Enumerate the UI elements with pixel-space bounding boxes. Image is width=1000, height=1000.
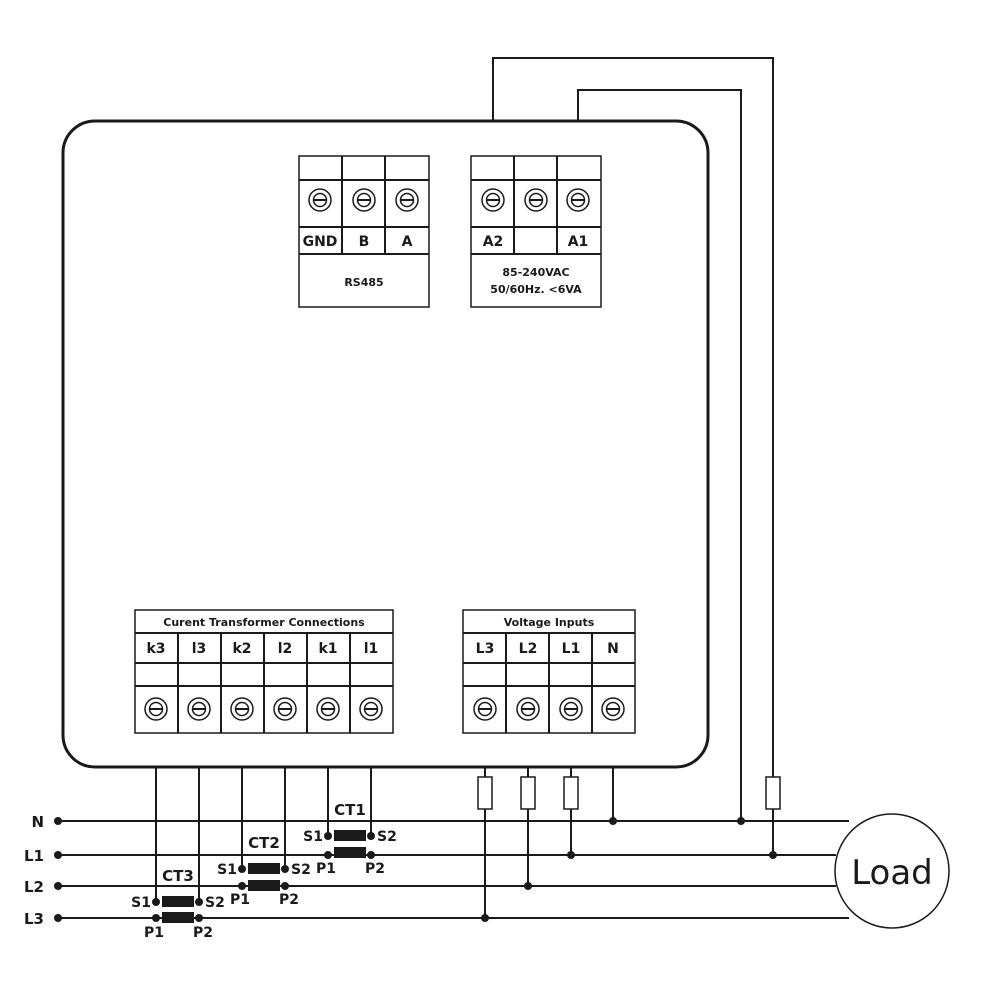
rs485-terminal-block: GND B A RS485 — [298, 155, 430, 308]
terminal-label-gnd: GND — [303, 234, 338, 250]
screw-terminal-icon — [352, 188, 376, 212]
screw-terminal-icon — [601, 697, 625, 721]
terminal-label-b: B — [359, 234, 370, 250]
screw-terminal-icon — [566, 188, 590, 212]
ct2-p2: P2 — [279, 892, 299, 908]
ct3-s2: S2 — [205, 895, 225, 911]
power-rating-voltage: 85-240VAC — [502, 266, 569, 279]
screw-terminal-icon — [359, 697, 383, 721]
screw-terminal-icon — [473, 697, 497, 721]
screw-terminal-icon — [516, 697, 540, 721]
line-label-n: N — [31, 813, 44, 831]
ct2-label: CT2 — [248, 834, 280, 852]
ct2-s2: S2 — [291, 862, 311, 878]
fuse-icon — [563, 776, 579, 810]
ct-terminal-block: Curent Transformer Connections k3 l3 k2 … — [134, 609, 394, 734]
ct-block-title: Curent Transformer Connections — [163, 616, 365, 629]
terminal-label-a: A — [402, 234, 413, 250]
line-label-l1: L1 — [24, 847, 44, 865]
fuse-icon — [477, 776, 493, 810]
terminal-label-k1: k1 — [318, 641, 337, 657]
terminal-label-k2: k2 — [232, 641, 251, 657]
rs485-title: RS485 — [344, 276, 383, 289]
ct1: CT1 S1 S2 P1 P2 — [303, 801, 397, 877]
ct1-p2: P2 — [365, 861, 385, 877]
terminal-label-a2: A2 — [483, 234, 504, 250]
fuse-icon — [520, 776, 536, 810]
terminal-label-l2: l2 — [278, 641, 293, 657]
line-label-l3: L3 — [24, 910, 44, 928]
screw-terminal-icon — [187, 697, 211, 721]
ct2-s1: S1 — [217, 862, 237, 878]
voltage-terminal-block: Voltage Inputs L3 L2 L1 N — [462, 609, 636, 734]
ct2: CT2 S1 S2 P1 P2 — [217, 834, 311, 908]
screw-terminal-icon — [559, 697, 583, 721]
screw-terminal-icon — [316, 697, 340, 721]
line-label-l2: L2 — [24, 878, 44, 896]
screw-terminal-icon — [144, 697, 168, 721]
terminal-label-l1: l1 — [364, 641, 379, 657]
power-terminal-block: A2 A1 85-240VAC 50/60Hz. <6VA — [470, 155, 602, 308]
terminal-label-k3: k3 — [146, 641, 165, 657]
ct3-label: CT3 — [162, 867, 194, 885]
terminal-label-vl2: L2 — [519, 641, 538, 657]
terminal-label-vn: N — [607, 641, 619, 657]
ct3-p2: P2 — [193, 925, 213, 941]
ct1-label: CT1 — [334, 801, 366, 819]
terminal-label-l3: l3 — [192, 641, 207, 657]
screw-terminal-icon — [273, 697, 297, 721]
voltage-block-title: Voltage Inputs — [504, 616, 595, 629]
voltage-input-wires — [477, 767, 781, 922]
terminal-label-vl3: L3 — [476, 641, 495, 657]
ct2-p1: P1 — [230, 892, 250, 908]
ct3-s1: S1 — [131, 895, 151, 911]
fuse-icon — [765, 776, 781, 810]
screw-terminal-icon — [524, 188, 548, 212]
screw-terminal-icon — [230, 697, 254, 721]
ct1-s1: S1 — [303, 829, 323, 845]
screw-terminal-icon — [308, 188, 332, 212]
ct3-p1: P1 — [144, 925, 164, 941]
supply-wires — [492, 57, 774, 855]
ct-secondary-wires — [155, 767, 372, 902]
load: Load — [834, 813, 950, 929]
ct3: CT3 S1 S2 P1 P2 — [131, 867, 225, 941]
load-label: Load — [851, 853, 933, 893]
screw-terminal-icon — [481, 188, 505, 212]
ct1-p1: P1 — [316, 861, 336, 877]
terminal-label-vl1: L1 — [562, 641, 581, 657]
power-rating-frequency: 50/60Hz. <6VA — [490, 283, 582, 296]
screw-terminal-icon — [395, 188, 419, 212]
terminal-label-a1: A1 — [568, 234, 589, 250]
ct1-s2: S2 — [377, 829, 397, 845]
